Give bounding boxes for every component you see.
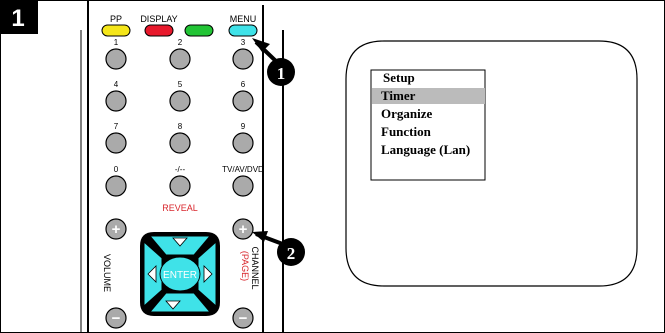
keypad-button-9[interactable]: 9 [232,122,254,154]
channel-up-button[interactable]: + [232,218,254,240]
step-badge: 1 [0,0,38,34]
channel-label: CHANNEL [250,246,260,289]
display-button[interactable]: DISPLAY [140,14,178,37]
dpad-down-button[interactable] [148,292,212,313]
arrow-up-icon [172,237,188,247]
keypad-label: 6 [241,80,246,89]
numeric-keypad: 1 2 3 4 5 6 7 8 9 0 -/-- TV/AV/DVD [105,38,264,197]
keypad-label: 7 [114,122,119,131]
color-button-row: PP DISPLAY MENU [101,14,258,37]
menu-label: MENU [230,14,257,24]
enter-button[interactable]: ENTER [159,256,201,292]
step-number: 1 [11,5,24,32]
navigation-dpad: ENTER [140,232,220,316]
menu-button[interactable]: MENU [228,14,258,37]
callout-2: 2 [252,231,305,266]
keypad-label: 3 [241,38,246,47]
reveal-label: REVEAL [162,203,198,213]
menu-item-organize[interactable]: Organize [381,106,432,121]
keypad-button-4[interactable]: 4 [105,80,127,112]
menu-highlight [372,88,485,104]
minus-icon: − [112,310,121,327]
arrow-left-icon [147,265,157,283]
menu-item-function[interactable]: Function [381,124,432,139]
keypad-button-12[interactable]: TV/AV/DVD [222,165,264,197]
remote-body [80,0,284,333]
menu-item-setup[interactable]: Setup [383,70,415,85]
callout-1: 1 [252,38,295,86]
keypad-label: -/-- [175,165,186,174]
volume-down-button[interactable]: − [105,307,127,329]
display-label: DISPLAY [140,14,177,24]
keypad-label: 2 [178,38,183,47]
arrow-right-icon [203,265,213,283]
channel-down-button[interactable]: − [232,307,254,329]
minus-icon: − [239,310,248,327]
keypad-button-11[interactable]: -/-- [169,165,191,197]
volume-label: VOLUME [102,254,112,292]
channel-sublabel: (PAGE) [240,251,250,281]
enter-label: ENTER [163,270,197,281]
keypad-button-7[interactable]: 7 [105,122,127,154]
menu-item-timer[interactable]: Timer [381,88,416,103]
keypad-label: TV/AV/DVD [222,165,264,174]
pp-label: PP [110,14,122,24]
keypad-label: 1 [114,38,119,47]
green-button[interactable] [184,24,214,37]
plus-icon: + [112,221,121,238]
menu-item-language-lan[interactable]: Language (Lan) [381,142,470,157]
keypad-button-1[interactable]: 1 [105,38,127,70]
keypad-button-10[interactable]: 0 [105,165,127,197]
arrow-down-icon [165,300,181,310]
keypad-button-3[interactable]: 3 [232,38,254,70]
plus-icon: + [239,221,248,238]
keypad-button-2[interactable]: 2 [169,38,191,70]
keypad-label: 0 [114,165,119,174]
keypad-button-5[interactable]: 5 [169,80,191,112]
keypad-button-8[interactable]: 8 [169,122,191,154]
keypad-label: 8 [178,122,183,131]
volume-up-button[interactable]: + [105,218,127,240]
keypad-label: 5 [178,80,183,89]
callout-2-number: 2 [287,244,296,263]
callout-1-number: 1 [277,64,286,83]
keypad-label: 9 [241,122,246,131]
pp-button[interactable]: PP [101,14,131,37]
keypad-button-6[interactable]: 6 [232,80,254,112]
keypad-label: 4 [114,80,119,89]
